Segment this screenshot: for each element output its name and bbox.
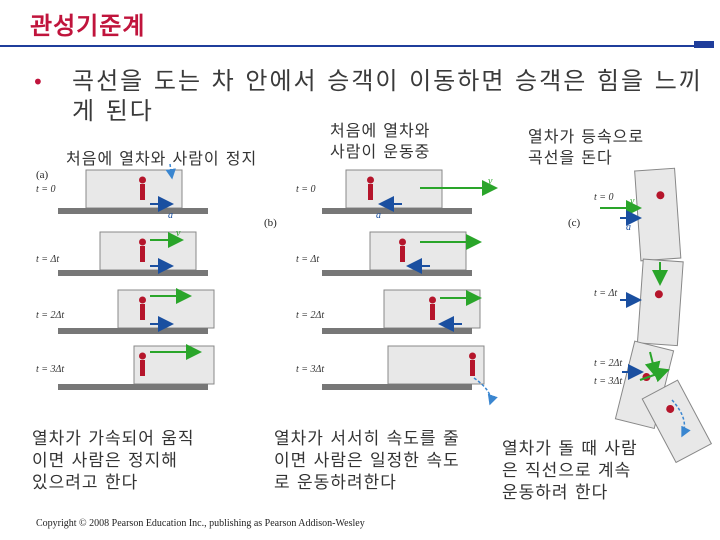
train-a-4: t = 3Δt	[36, 346, 214, 390]
acceleration-label: a	[626, 222, 631, 233]
time-label: t = Δt	[36, 254, 59, 265]
time-label: t = 0	[36, 184, 56, 195]
velocity-label: v	[176, 228, 181, 239]
time-label: t = 2Δt	[594, 358, 622, 369]
acceleration-label: a	[168, 210, 173, 221]
velocity-label: v	[630, 196, 635, 207]
person-icon	[140, 304, 145, 320]
time-label: t = 0	[594, 192, 614, 203]
time-label: t = 3Δt	[296, 364, 324, 375]
time-label: t = Δt	[296, 254, 319, 265]
person-icon	[470, 360, 475, 376]
caption-b-bottom: 열차가 서서히 속도를 줄 이면 사람은 일정한 속도 로 운동하려한다	[274, 428, 460, 494]
train-a-3: t = 2Δt	[36, 290, 214, 334]
panel-c: t = 0 v a t = Δt t = 2Δt t = 3Δt	[594, 168, 711, 462]
person-icon	[140, 246, 145, 262]
train-b-2: t = Δt	[296, 232, 480, 276]
person-icon	[368, 184, 373, 200]
time-label: t = 3Δt	[594, 376, 622, 387]
velocity-label: v	[488, 176, 493, 187]
time-label: t = 0	[296, 184, 316, 195]
train-a-1: t = 0 a	[36, 164, 208, 221]
panel-c-label: (c)	[568, 217, 581, 229]
time-label: t = 2Δt	[296, 310, 324, 321]
panel-a-label: (a)	[36, 169, 49, 181]
panel-a: t = 0 a t = Δt v t = 2Δt	[36, 164, 214, 390]
time-label: t = 2Δt	[36, 310, 64, 321]
acceleration-label: a	[376, 210, 381, 221]
person-icon	[400, 246, 405, 262]
train-a-2: t = Δt v	[36, 228, 208, 276]
caption-c-bottom: 열차가 돌 때 사람 은 직선으로 계속 운동하려 한다	[502, 438, 638, 504]
train-b-1: t = 0 v a	[296, 170, 496, 221]
panel-b: t = 0 v a t = Δt t = 2Δt	[296, 170, 496, 404]
person-icon	[140, 360, 145, 376]
person-icon	[430, 304, 435, 320]
train-c-1	[635, 168, 681, 261]
time-label: t = Δt	[594, 288, 617, 299]
person-icon	[140, 184, 145, 200]
train-b-3: t = 2Δt	[296, 290, 480, 334]
copyright-notice: Copyright © 2008 Pearson Education Inc.,…	[36, 518, 365, 529]
caption-a-bottom: 열차가 가속되어 움직 이면 사람은 정지해 있으려고 한다	[32, 428, 195, 494]
time-label: t = 3Δt	[36, 364, 64, 375]
train-b-4: t = 3Δt	[296, 346, 491, 404]
panel-b-label: (b)	[264, 217, 277, 229]
